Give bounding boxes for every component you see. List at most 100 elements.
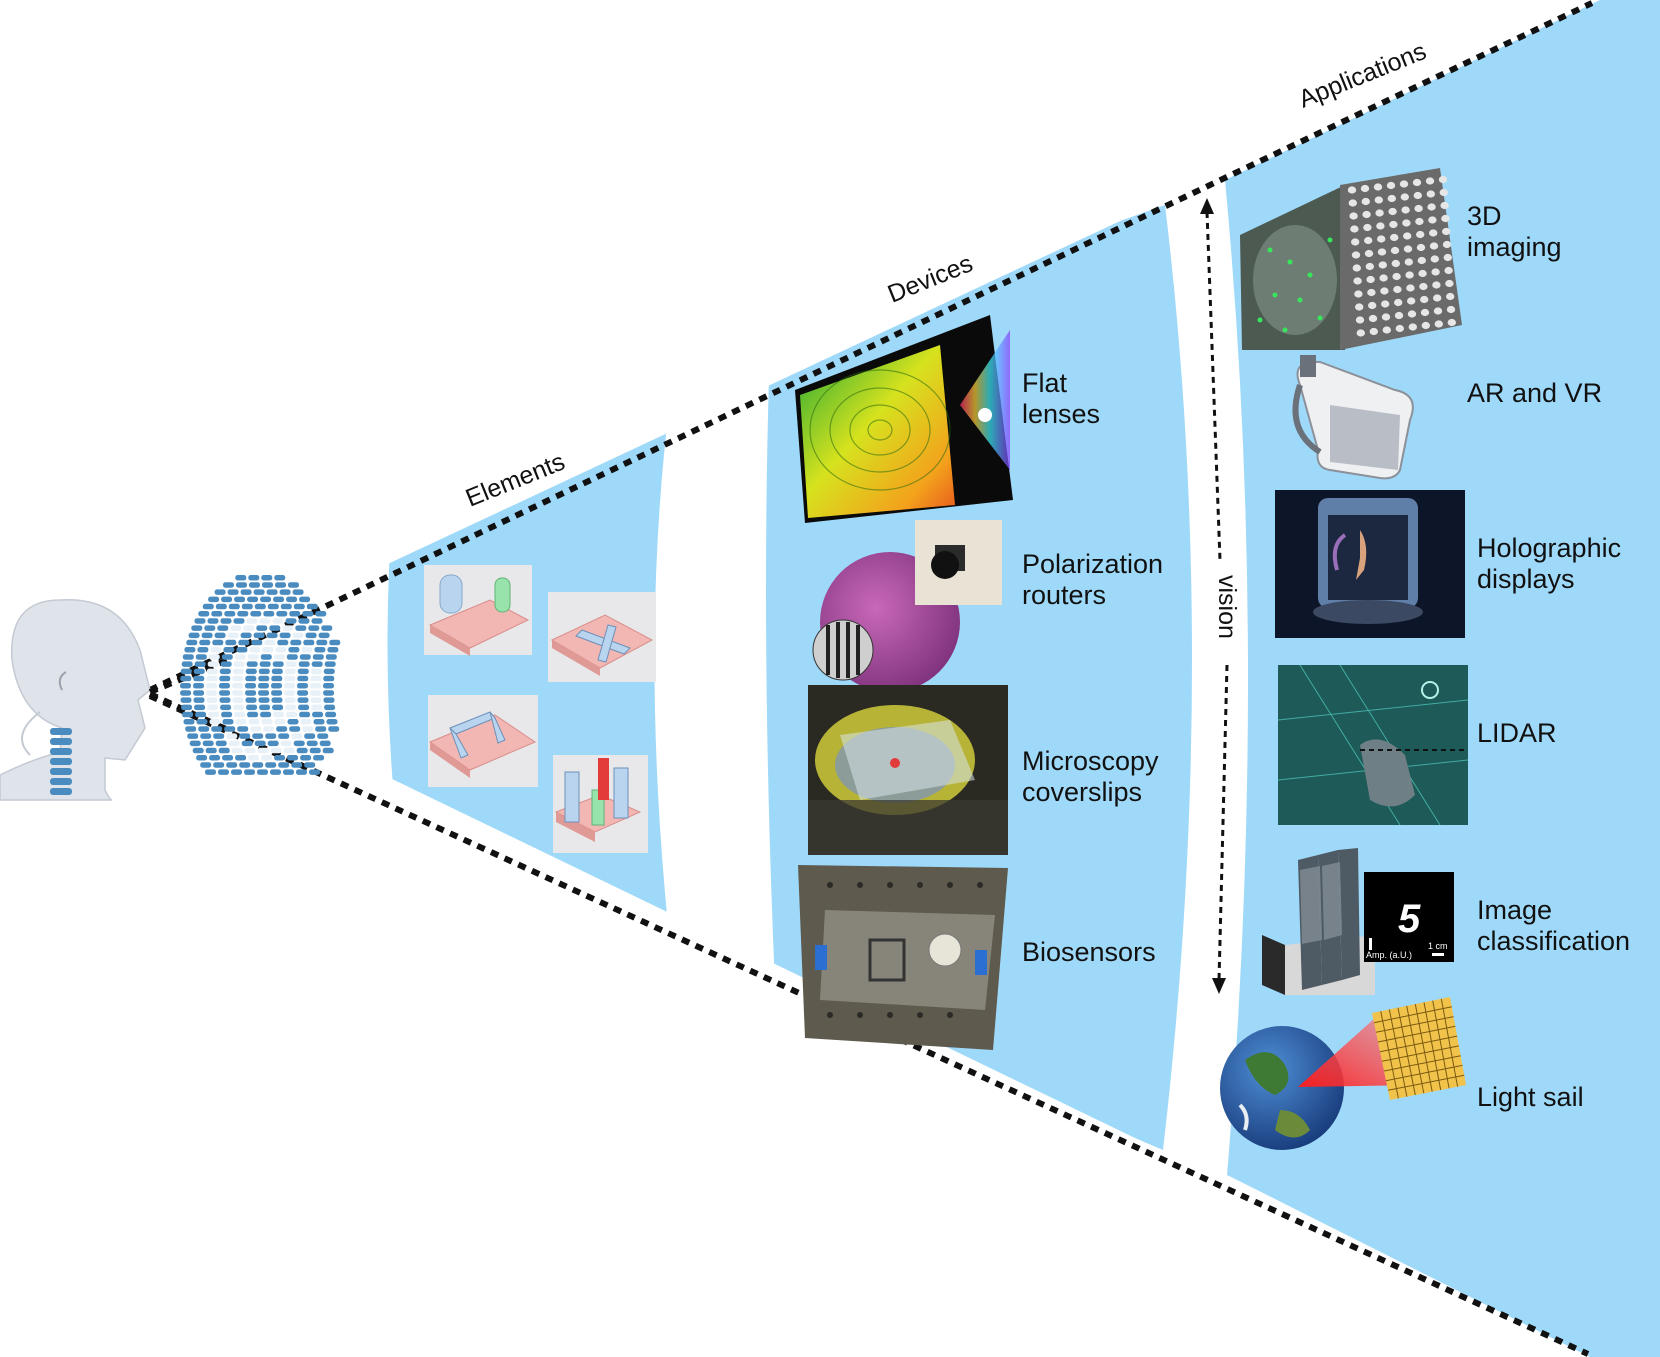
imaging-nanopillar (1434, 320, 1444, 328)
imaging-nanopillar (1418, 269, 1427, 278)
imaging-nanopillar (1379, 274, 1388, 282)
metasurface-nanopillar (288, 582, 299, 588)
metasurface-nanopillar (277, 639, 289, 646)
metasurface-nanopillar (219, 683, 230, 689)
metasurface-nanopillar (287, 755, 299, 761)
metasurface-nanopillar (323, 690, 335, 696)
metasurface-nanopillar (188, 632, 200, 639)
metasurface-nanopillar (251, 639, 263, 646)
metasurface-nanopillar (321, 625, 333, 631)
polarization-router-image (812, 520, 1002, 692)
metasurface-nanopillar (218, 747, 230, 754)
metasurface-nanopillar (310, 697, 322, 703)
imaging-nanopillar (1416, 243, 1426, 252)
metasurface-nanopillar (258, 690, 270, 696)
metasurface-nanopillar (284, 697, 296, 703)
sail-grid-line (1406, 1005, 1425, 1094)
imaging-nanopillar (1381, 300, 1390, 308)
metasurface-nanopillar (309, 747, 321, 754)
metasurface-nanopillar (223, 582, 234, 588)
metasurface-nanopillar (247, 654, 259, 660)
metasurface-nanopillar (252, 733, 264, 739)
metasurface-nanopillar (257, 747, 269, 754)
metasurface-nanopillar (273, 596, 285, 603)
metasurface-nanopillar (260, 711, 272, 718)
sail-grid-line (1388, 1009, 1408, 1097)
imaging-nanopillar (1421, 321, 1431, 330)
metasurface-nanopillar (254, 603, 266, 610)
metasurface-nanopillar (278, 762, 290, 768)
metasurface-nanopillar (234, 654, 246, 660)
metasurface-nanopillar (298, 704, 310, 711)
metasurface-nanopillar (298, 618, 310, 624)
imaging-nanopillar (1445, 279, 1454, 288)
metasurface-nanopillar (212, 639, 224, 646)
metasurface-nanopillar (293, 740, 305, 747)
metasurface-nanopillar (275, 647, 287, 653)
metasurface-nanopillar (245, 690, 257, 696)
metasurface-nanopillar (273, 654, 285, 660)
metasurface-nanopillar (261, 755, 273, 761)
imaging-nanopillar (1365, 262, 1375, 271)
metasurface-nanopillar (239, 733, 251, 739)
imaging-nanopillar (1362, 210, 1371, 219)
metasurface-nanopillar (253, 632, 265, 639)
imaging-nanopillar (1394, 311, 1404, 320)
metasurface-nanopillar (297, 683, 308, 689)
metasurface-nanopillar (312, 711, 324, 718)
metasurface-nanopillar (299, 654, 311, 660)
imaging-nanopillar (1404, 258, 1414, 266)
metasurface-nanopillar (286, 654, 298, 660)
imaging-nanopillar (1441, 214, 1450, 223)
metasurface-nanopillar (247, 711, 259, 718)
metasurface-nanopillar (192, 747, 204, 754)
metasurface-nanopillar (180, 683, 191, 689)
metasurface-nanopillar (265, 762, 277, 768)
metasurface-nanopillar (327, 647, 339, 653)
metasurface-nanopillar (302, 611, 314, 617)
metasurface-nanopillar (323, 675, 335, 682)
3d-imaging-image (1240, 168, 1462, 350)
metasurface-nanopillar (181, 661, 193, 667)
metasurface-nanopillar (244, 769, 255, 775)
metasurface-nanopillar (314, 647, 326, 653)
metasurface-nanopillar (205, 747, 217, 754)
sail-grid-line (1373, 1006, 1452, 1024)
metasurface-nanopillar (235, 755, 247, 761)
imaging-nanopillar (1368, 314, 1378, 323)
metasurface-nanopillar (185, 726, 197, 732)
imaging-nanopillar (1369, 327, 1379, 336)
metasurface-nanopillar (260, 654, 272, 660)
metasurface-nanopillar (241, 603, 253, 610)
metasurface-nanopillar (252, 762, 264, 768)
imaging-nanopillar (1355, 316, 1365, 324)
imaging-nanopillar (1408, 323, 1418, 331)
metasurface-nanopillar (195, 711, 207, 718)
imaging-nanopillar (1444, 266, 1453, 275)
metasurface-nanopillar (194, 661, 206, 667)
imaging-nanopillar (1351, 251, 1361, 259)
metasurface-nanopillar (286, 711, 298, 718)
metasurface-nanopillar (243, 625, 255, 631)
metasurface-nanopillar (208, 596, 220, 603)
metasurface-nanopillar (265, 733, 277, 739)
metasurface-nanopillar (258, 675, 270, 682)
metasurface-nanopillar (232, 675, 244, 682)
metasurface-nanopillar (288, 647, 300, 653)
metasurface-nanopillar (284, 690, 296, 696)
metasurface-nanopillar (215, 740, 227, 747)
metasurface-nanopillar (227, 589, 239, 595)
metasurface-nanopillar (193, 683, 204, 689)
metasurface-nanopillar (220, 618, 232, 624)
metasurface-nanopillar (311, 704, 323, 711)
metasurface-nanopillar (279, 589, 291, 595)
metasurface-nanopillar (180, 697, 192, 703)
metasurface-nanopillar (202, 740, 214, 747)
imaging-nanopillar (1377, 248, 1387, 256)
imaging-nanopillar (1354, 290, 1363, 298)
